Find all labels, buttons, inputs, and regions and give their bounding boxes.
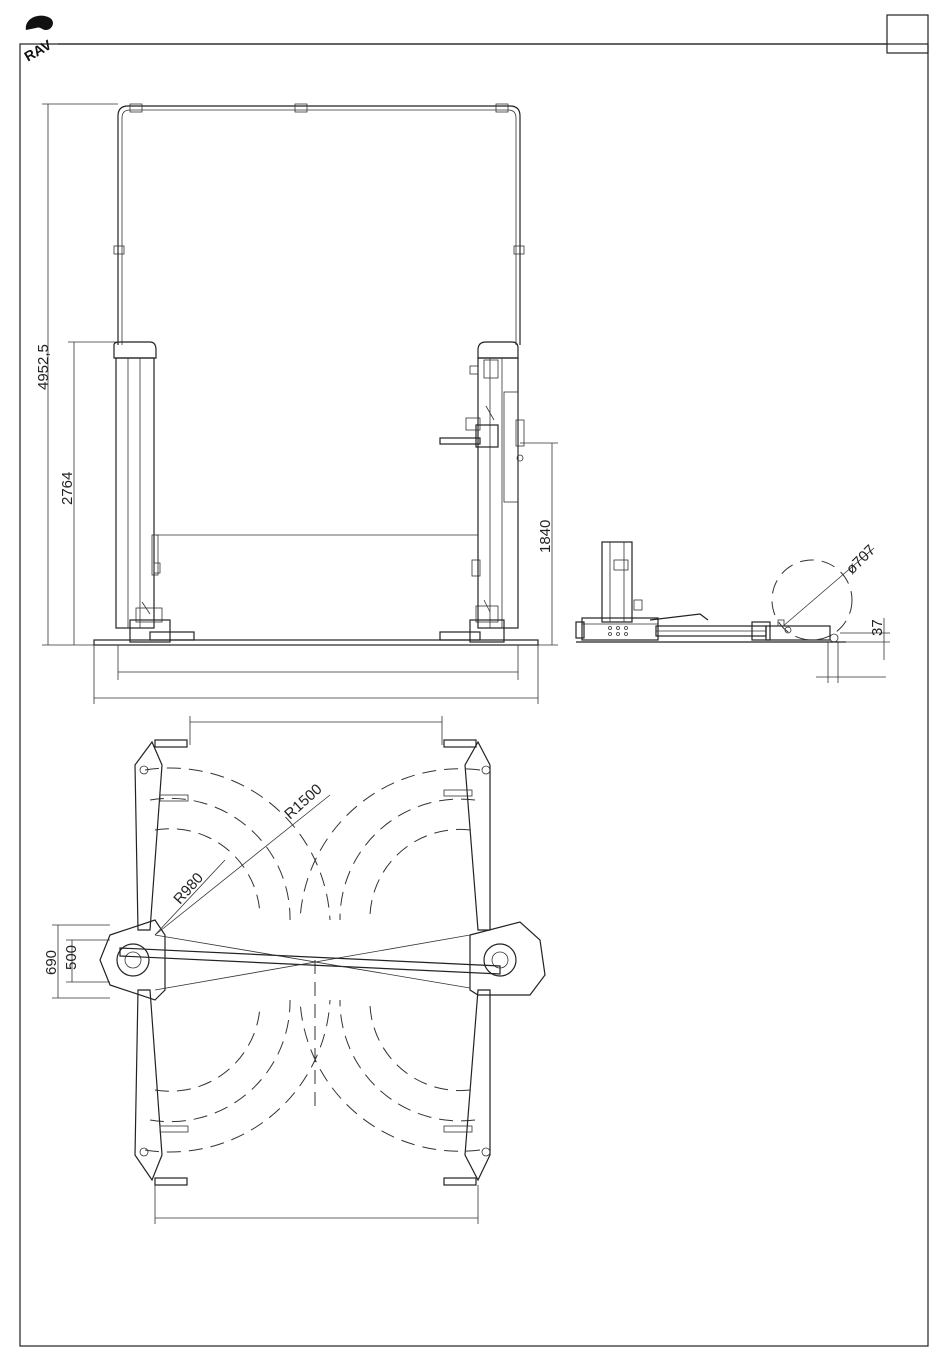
- side-view-bolt-holes: [609, 627, 628, 636]
- top-view: R1500 R980 690 500: [43, 716, 545, 1224]
- arm-height-label: 1840: [537, 520, 554, 553]
- front-view: 4952,5 2764 1840: [35, 104, 558, 704]
- side-view-wheel-outline: [772, 560, 852, 640]
- wheel-diameter-label: ø707: [843, 542, 879, 578]
- radius-inner-label: R980: [170, 870, 207, 908]
- foot-height-label: 37: [869, 619, 886, 636]
- page-number-box: [887, 15, 928, 53]
- logo-text: RAV: [21, 36, 54, 64]
- column-height-label: 2764: [59, 472, 76, 505]
- rav-logo: RAV: [21, 16, 54, 65]
- overall-height-label: 4952,5: [35, 344, 52, 390]
- base-width-outer-label: 690: [43, 950, 60, 975]
- side-view: ø707 37: [576, 542, 890, 683]
- base-width-inner-label: 500: [63, 945, 80, 970]
